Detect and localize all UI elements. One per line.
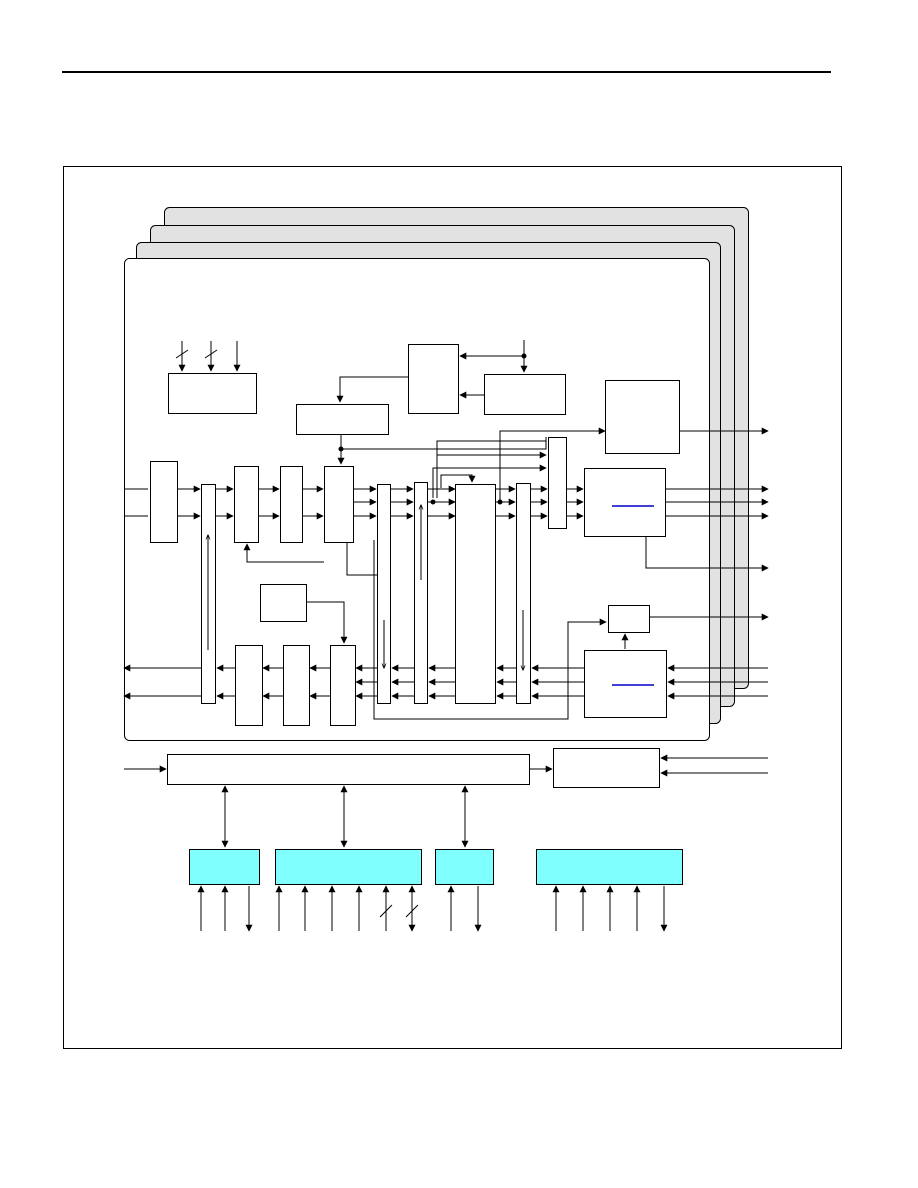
interface-block-4 bbox=[536, 849, 683, 885]
config-block bbox=[168, 373, 257, 414]
tx-block-4 bbox=[324, 466, 354, 543]
interface-block-2 bbox=[275, 849, 422, 885]
bus-bar-1 bbox=[377, 484, 391, 704]
rx-block-3 bbox=[283, 645, 310, 726]
rx-block-2 bbox=[235, 645, 263, 726]
tx-line-interface-block bbox=[584, 468, 666, 537]
register-block bbox=[296, 404, 389, 435]
channel-blocks bbox=[123, 340, 769, 726]
bus-bar-3 bbox=[516, 483, 531, 704]
host-bus-section bbox=[124, 748, 768, 932]
outer-frame bbox=[63, 166, 842, 1049]
tx-input-block bbox=[150, 461, 178, 543]
rx-block-4 bbox=[330, 645, 356, 726]
mux-block bbox=[548, 437, 567, 529]
status-block bbox=[605, 380, 680, 454]
microprocessor-bus-block bbox=[167, 754, 530, 785]
central-buffer-block bbox=[455, 484, 496, 704]
interface-block-3 bbox=[435, 849, 494, 885]
bus-bar-2 bbox=[414, 482, 428, 704]
small-control-block bbox=[260, 584, 307, 622]
tx-block-2 bbox=[234, 466, 259, 543]
control-block bbox=[408, 344, 459, 414]
clock-generator-block bbox=[553, 748, 660, 788]
clock-block bbox=[484, 374, 566, 415]
rx-line-interface-block bbox=[584, 650, 667, 718]
alarm-block bbox=[608, 605, 650, 633]
tx-block-3 bbox=[280, 466, 303, 543]
header-rule bbox=[62, 71, 831, 73]
interface-block-1 bbox=[189, 849, 260, 885]
